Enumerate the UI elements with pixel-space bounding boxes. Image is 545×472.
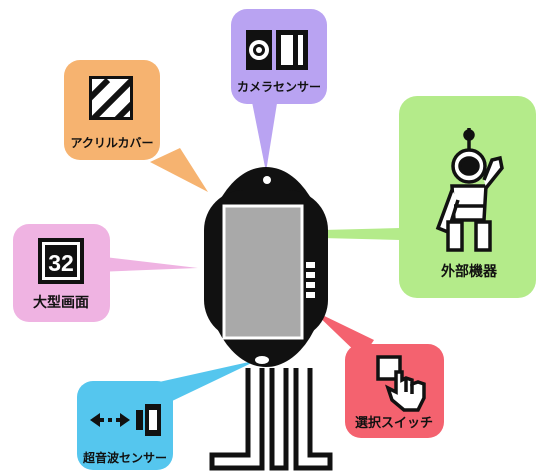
- selection-switch-4: [306, 292, 315, 298]
- display-pointer: [96, 256, 198, 272]
- camera-icon: [246, 30, 308, 70]
- robot-icon: [435, 128, 504, 252]
- acrylic-pointer: [150, 148, 208, 192]
- selection-switch-3: [306, 282, 315, 288]
- number-32-icon: 32: [38, 238, 84, 284]
- camera-label: カメラセンサー: [237, 80, 321, 94]
- acrylic-label: アクリルカバー: [70, 136, 153, 150]
- display-label: 大型画面: [33, 294, 89, 310]
- external-pointer: [322, 228, 400, 240]
- ultrasonic-sensor-icon: [90, 404, 161, 436]
- selection-switch-1: [306, 262, 315, 268]
- device-body: [204, 167, 328, 367]
- selection-switch-2: [306, 272, 315, 278]
- display-icon-number: 32: [48, 250, 74, 276]
- ultrasonic-callout: [77, 381, 173, 470]
- device-stand: [209, 368, 333, 471]
- external-label: 外部機器: [441, 263, 498, 279]
- ultrasonic-label: 超音波センサー: [82, 450, 167, 465]
- pointing-hand-icon: [376, 355, 426, 412]
- hatched-square-icon: [89, 76, 133, 120]
- camera-pointer: [251, 97, 278, 172]
- switch-label: 選択スイッチ: [355, 415, 433, 430]
- device-screen: [222, 204, 304, 340]
- device-ultrasonic-sensor: [255, 356, 269, 364]
- device-camera-lens: [263, 176, 271, 184]
- ultrasonic-pointer: [150, 360, 258, 402]
